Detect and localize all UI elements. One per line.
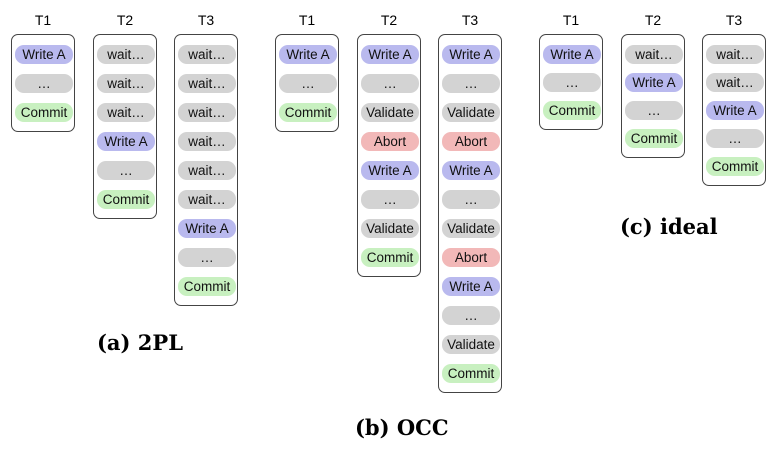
validate-step: Validate [361, 219, 419, 238]
validate-step: Validate [442, 219, 500, 238]
transaction-column: wait… wait… wait… wait… wait… wait… Write A … Co… [174, 34, 238, 306]
transaction-header: T2 [380, 12, 398, 28]
commit-step: Commit [15, 103, 73, 122]
write-step: Write A [361, 161, 419, 180]
ellipsis-step: … [279, 74, 337, 93]
transaction-column: wait… wait… Write A … Commit [702, 34, 766, 186]
ellipsis-step: … [543, 73, 601, 92]
panel-caption: (c) ideal [620, 214, 718, 239]
transaction-header: T1 [34, 12, 52, 28]
ellipsis-step: … [178, 248, 236, 267]
wait-step: wait… [97, 103, 155, 122]
write-step: Write A [442, 45, 500, 64]
validate-step: Validate [442, 103, 500, 122]
ellipsis-step: … [361, 74, 419, 93]
ellipsis-step: … [625, 101, 683, 120]
transaction-header: T2 [116, 12, 134, 28]
write-step: Write A [178, 219, 236, 238]
transaction-header: T1 [562, 12, 580, 28]
write-step: Write A [442, 277, 500, 296]
wait-step: wait… [178, 103, 236, 122]
commit-step: Commit [279, 103, 337, 122]
ellipsis-step: … [442, 306, 500, 325]
transaction-column: wait… Write A … Commit [621, 34, 685, 158]
write-step: Write A [625, 73, 683, 92]
panel-caption: (a) 2PL [97, 330, 183, 355]
commit-step: Commit [97, 190, 155, 209]
commit-step: Commit [706, 157, 764, 176]
transaction-column: wait… wait… wait… Write A … Commit [93, 34, 157, 219]
write-step: Write A [15, 45, 73, 64]
write-step: Write A [442, 161, 500, 180]
transaction-header: T1 [298, 12, 316, 28]
transaction-column: Write A … Commit [275, 34, 339, 132]
write-step: Write A [279, 45, 337, 64]
transaction-header: T3 [197, 12, 215, 28]
ellipsis-step: … [706, 129, 764, 148]
commit-step: Commit [543, 101, 601, 120]
wait-step: wait… [178, 132, 236, 151]
commit-step: Commit [442, 364, 500, 383]
transaction-column: Write A … Commit [11, 34, 75, 132]
panel-caption: (b) OCC [355, 415, 449, 440]
wait-step: wait… [97, 74, 155, 93]
commit-step: Commit [625, 129, 683, 148]
wait-step: wait… [178, 190, 236, 209]
write-step: Write A [97, 132, 155, 151]
write-step: Write A [706, 101, 764, 120]
transaction-header: T2 [644, 12, 662, 28]
transaction-column: Write A … Commit [539, 34, 603, 130]
ellipsis-step: … [97, 161, 155, 180]
transaction-header: T3 [725, 12, 743, 28]
validate-step: Validate [361, 103, 419, 122]
validate-step: Validate [442, 335, 500, 354]
write-step: Write A [543, 45, 601, 64]
abort-step: Abort [361, 132, 419, 151]
commit-step: Commit [178, 277, 236, 296]
ellipsis-step: … [361, 190, 419, 209]
wait-step: wait… [178, 45, 236, 64]
commit-step: Commit [361, 248, 419, 267]
ellipsis-step: … [442, 190, 500, 209]
abort-step: Abort [442, 248, 500, 267]
abort-step: Abort [442, 132, 500, 151]
wait-step: wait… [625, 45, 683, 64]
ellipsis-step: … [442, 74, 500, 93]
wait-step: wait… [97, 45, 155, 64]
wait-step: wait… [178, 161, 236, 180]
wait-step: wait… [178, 74, 236, 93]
wait-step: wait… [706, 45, 764, 64]
write-step: Write A [361, 45, 419, 64]
wait-step: wait… [706, 73, 764, 92]
transaction-header: T3 [461, 12, 479, 28]
ellipsis-step: … [15, 74, 73, 93]
